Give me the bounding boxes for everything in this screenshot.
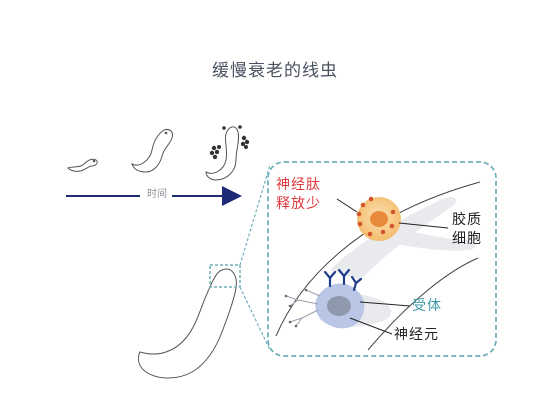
neuropeptide-label-line1: 神经肽 <box>276 177 321 193</box>
glia-cell <box>356 196 401 241</box>
neuropeptide-label-line2: 释放少 <box>276 196 321 212</box>
glia-label-line1: 胶质 <box>452 212 482 228</box>
zoom-inset-box <box>267 161 497 357</box>
diagram-title: 缓慢衰老的线虫 <box>212 61 338 81</box>
receptor-icon <box>323 268 363 292</box>
glia-label-line2: 细胞 <box>452 231 482 247</box>
adult-worm-icon <box>131 129 173 173</box>
old-worm-icon <box>205 125 250 181</box>
neuron-cell <box>284 283 365 329</box>
neuron-label: 神经元 <box>394 327 439 343</box>
time-label: 时间 <box>147 189 167 200</box>
worm-body-icon <box>137 268 237 379</box>
young-worm-icon <box>67 158 98 172</box>
receptor-label: 受体 <box>412 298 442 314</box>
zoom-region-box <box>209 264 241 288</box>
